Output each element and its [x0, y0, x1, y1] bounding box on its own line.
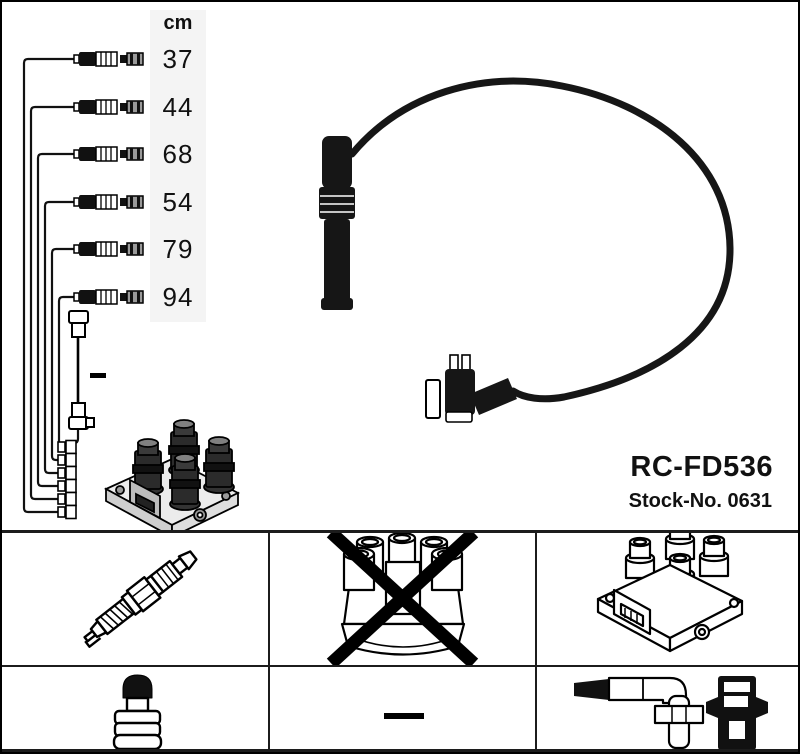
grid-vertical-line-1	[268, 530, 270, 752]
not-included-dash	[384, 713, 424, 719]
lead-routing-lines	[22, 57, 80, 514]
ignition-coil-icon	[596, 533, 744, 653]
cable-photo-icon	[319, 77, 734, 423]
length-value-6: 94	[162, 282, 194, 312]
lead-row-5	[73, 241, 144, 257]
stock-number: Stock-No. 0631	[628, 490, 772, 512]
lead-row-6	[73, 289, 144, 305]
lead-row-2	[73, 99, 144, 115]
length-unit-header: cm	[163, 12, 193, 34]
lead-row-4	[73, 194, 144, 210]
distributor-cap-crossed-icon	[326, 533, 479, 665]
plug-boot-icon	[112, 674, 163, 749]
no-length-dash	[90, 373, 106, 378]
length-value-3: 68	[162, 139, 194, 169]
length-column-band	[150, 10, 206, 322]
length-value-5: 79	[162, 234, 194, 264]
ignition-coil-shaded-icon	[103, 419, 241, 530]
product-code: RC-FD536	[630, 451, 773, 483]
lead-connector-symbols	[57, 439, 77, 520]
grid-top-line	[2, 530, 798, 533]
x-mark	[326, 533, 479, 665]
length-value-4: 54	[162, 187, 194, 217]
length-value-2: 44	[162, 92, 194, 122]
grid-vertical-line-2	[535, 530, 537, 752]
grid-middle-line	[2, 665, 798, 667]
length-value-1: 37	[162, 44, 194, 74]
kit-diagram-artwork	[22, 51, 734, 530]
vertical-lead	[68, 310, 95, 430]
lead-row-3	[73, 146, 144, 162]
grid-bottom-line	[2, 749, 798, 752]
connector-assembly-icon	[574, 676, 768, 749]
spark-plug-icon	[83, 550, 198, 648]
lead-row-1	[73, 51, 144, 67]
